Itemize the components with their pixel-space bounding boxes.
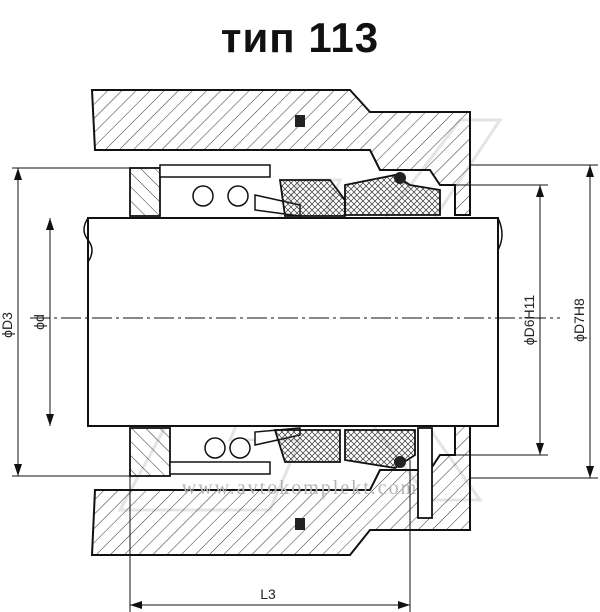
shaft — [87, 217, 499, 427]
rotating-unit-lower — [129, 427, 433, 519]
o-ring-upper — [295, 115, 305, 127]
dim-label-d7: ϕD7H8 — [571, 298, 587, 342]
dim-label-l3: L3 — [260, 586, 276, 602]
watermark-text: www.avtokomplekt.com — [182, 477, 418, 499]
rotating-unit-upper — [129, 164, 441, 217]
dimension-l3: L3 — [129, 460, 411, 612]
dimension-d6: ϕD6H11 — [455, 184, 548, 456]
dim-label-d: ϕd — [31, 314, 47, 330]
drawing-title: тип 113 — [220, 14, 380, 61]
dim-label-d6: ϕD6H11 — [521, 295, 537, 346]
dimension-d: ϕd — [31, 218, 54, 426]
dim-label-d3: ϕD3 — [0, 312, 15, 338]
dimension-d7: ϕD7H8 — [470, 164, 598, 479]
o-ring-lower — [295, 518, 305, 530]
dimension-d3: ϕD3 — [0, 167, 130, 477]
